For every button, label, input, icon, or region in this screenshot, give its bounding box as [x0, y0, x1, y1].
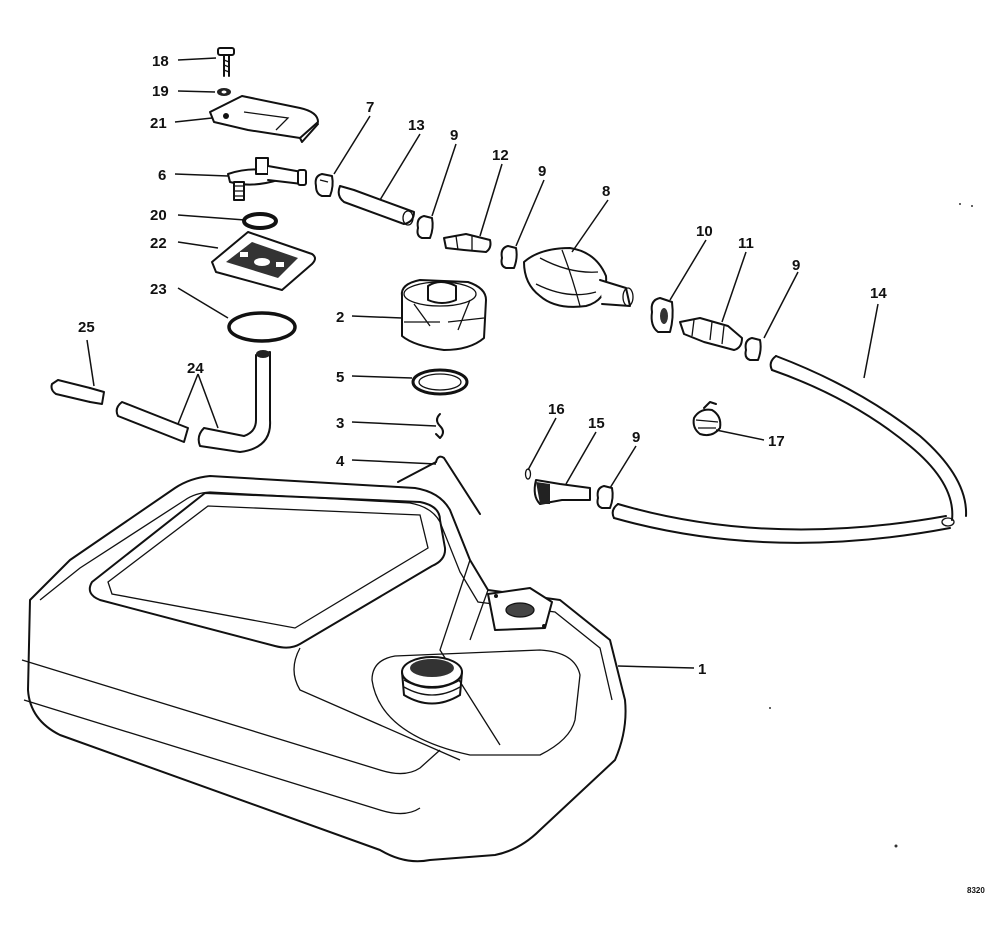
callout-25: 25 [78, 319, 95, 336]
o-ring-20 [242, 212, 278, 230]
callout-7: 7 [366, 99, 374, 116]
callout-21: 21 [150, 115, 167, 132]
callout-9-d: 9 [632, 429, 640, 446]
callout-11: 11 [738, 235, 754, 252]
leader-lines [86, 57, 879, 669]
callout-2: 2 [336, 309, 344, 326]
check-valve-11 [679, 317, 743, 351]
callout-24: 24 [187, 360, 204, 377]
o-ring-16 [524, 468, 532, 480]
spring-clip-3 [435, 413, 444, 439]
pickup-wire-4 [397, 455, 481, 515]
gasket-22 [211, 231, 316, 291]
gasket-5 [411, 368, 469, 396]
washer-19 [217, 88, 231, 96]
hose-clamp-9b [500, 245, 518, 269]
hose-clamp-9c [744, 337, 762, 361]
clip-17 [692, 401, 722, 437]
vent-cap-2 [400, 279, 487, 351]
hose-clamp-7 [314, 173, 334, 197]
fuel-fitting-6 [227, 157, 307, 201]
callout-13: 13 [408, 117, 425, 134]
callout-14: 14 [870, 285, 887, 302]
callout-10: 10 [696, 223, 713, 240]
screw-18 [217, 47, 235, 77]
callout-16: 16 [548, 401, 565, 418]
fuel-connector-15 [533, 479, 591, 505]
callout-15: 15 [588, 415, 605, 432]
print-specks [769, 203, 973, 848]
retainer-plate-21 [209, 95, 319, 143]
hose-clamp-9d [596, 485, 614, 509]
callout-5: 5 [336, 369, 344, 386]
callout-1: 1 [698, 661, 706, 678]
callout-23: 23 [150, 281, 167, 298]
fuel-tank [21, 475, 627, 863]
callout-20: 20 [150, 207, 167, 224]
figure-number: 8320 [967, 886, 985, 895]
hose-clamp-9a [416, 215, 434, 239]
callout-8: 8 [602, 183, 610, 200]
callout-3: 3 [336, 415, 344, 432]
hose-clamp-10 [650, 297, 674, 333]
callout-4: 4 [336, 453, 345, 470]
callout-12: 12 [492, 147, 509, 164]
callout-19: 19 [152, 83, 169, 100]
callout-6: 6 [158, 167, 166, 184]
hose-13 [337, 185, 415, 226]
callout-9-b: 9 [538, 163, 546, 180]
callout-labels: 18 19 21 6 20 22 23 25 24 7 13 9 12 9 8 … [78, 53, 887, 678]
fuel-hose-14 [611, 355, 968, 544]
callout-17: 17 [768, 433, 785, 450]
callout-18: 18 [152, 53, 169, 70]
callout-22: 22 [150, 235, 167, 252]
seal-ring-23 [227, 311, 297, 343]
check-valve-12 [443, 233, 492, 253]
callout-9-a: 9 [450, 127, 458, 144]
pickup-tube-24 [115, 350, 272, 453]
primer-bulb-8 [523, 247, 634, 308]
callout-9-c: 9 [792, 257, 800, 274]
filter-25 [50, 379, 105, 405]
